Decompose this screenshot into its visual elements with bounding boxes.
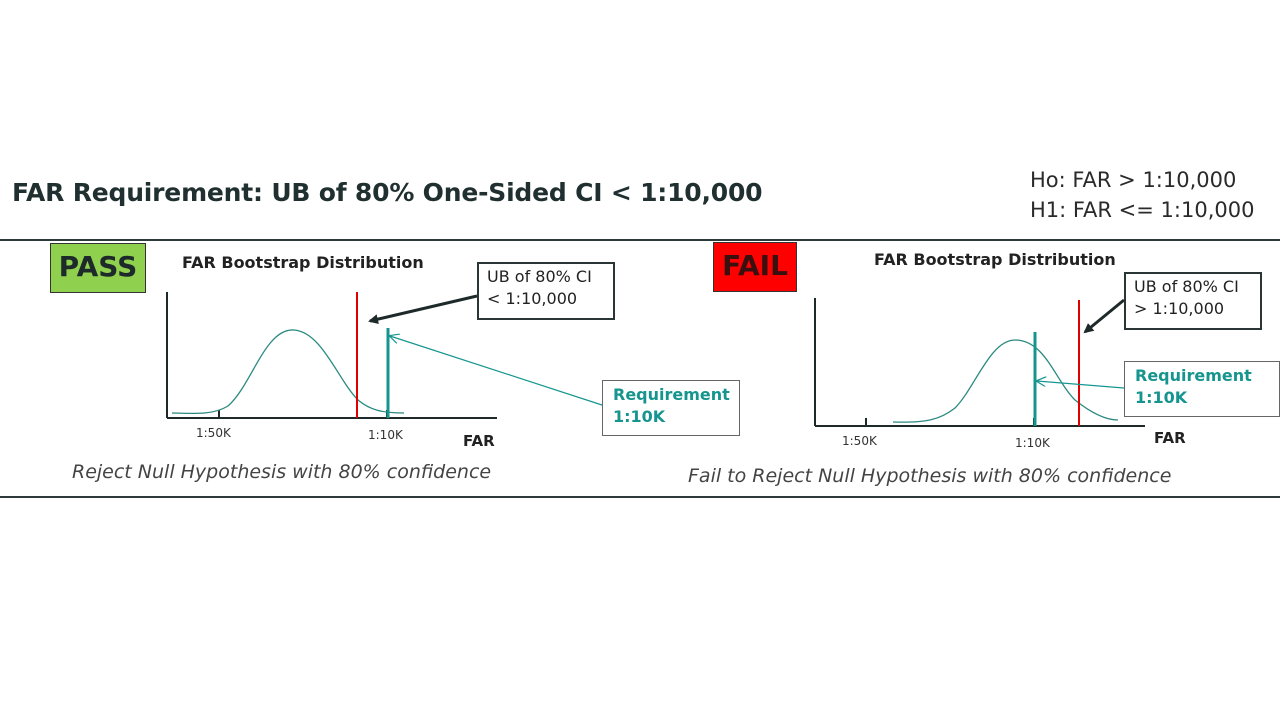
fail-ub-callout-line2: > 1:10,000 xyxy=(1134,299,1225,318)
fail-chart xyxy=(814,298,1145,427)
fail-requirement-value: 1:10K xyxy=(1135,388,1188,407)
pass-requirement-callout: Requirement 1:10K xyxy=(602,380,740,436)
pass-ub-callout: UB of 80% CI < 1:10,000 xyxy=(477,262,615,320)
fail-ub-arrow xyxy=(1083,298,1125,334)
fail-ub-callout-line1: UB of 80% CI xyxy=(1134,277,1239,296)
pass-tick-label-10k: 1:10K xyxy=(368,428,403,442)
pass-chart-title: FAR Bootstrap Distribution xyxy=(182,253,424,272)
pass-ub-callout-line2: < 1:10,000 xyxy=(487,289,578,308)
fail-x-axis-label: FAR xyxy=(1154,429,1186,447)
pass-chart xyxy=(166,292,603,419)
fail-conclusion: Fail to Reject Null Hypothesis with 80% … xyxy=(688,465,1172,487)
pass-requirement-arrow xyxy=(390,336,603,406)
fail-tick-label-50k: 1:50K xyxy=(842,434,877,448)
fail-tick-label-10k: 1:10K xyxy=(1015,436,1050,450)
pass-badge: PASS xyxy=(50,243,146,293)
pass-requirement-value: 1:10K xyxy=(613,407,666,426)
fail-requirement-arrow xyxy=(1037,381,1125,389)
pass-tick-label-50k: 1:50K xyxy=(196,426,231,440)
alternative-hypothesis: H1: FAR <= 1:10,000 xyxy=(1030,198,1255,222)
top-divider xyxy=(0,239,1280,241)
pass-distribution-curve xyxy=(171,329,405,415)
page-title: FAR Requirement: UB of 80% One-Sided CI … xyxy=(12,178,763,207)
pass-x-axis-label: FAR xyxy=(463,432,495,450)
fail-badge: FAIL xyxy=(713,242,797,292)
bottom-divider xyxy=(0,496,1280,498)
pass-requirement-label: Requirement xyxy=(613,385,730,404)
pass-ub-arrow xyxy=(368,294,478,325)
pass-conclusion: Reject Null Hypothesis with 80% confiden… xyxy=(72,461,492,483)
null-hypothesis: Ho: FAR > 1:10,000 xyxy=(1030,168,1237,192)
fail-distribution-curve xyxy=(892,339,1119,423)
fail-requirement-callout: Requirement 1:10K xyxy=(1124,361,1280,417)
fail-requirement-label: Requirement xyxy=(1135,366,1252,385)
fail-chart-title: FAR Bootstrap Distribution xyxy=(874,250,1116,269)
pass-ub-callout-line1: UB of 80% CI xyxy=(487,267,592,286)
fail-ub-callout: UB of 80% CI > 1:10,000 xyxy=(1124,272,1262,330)
